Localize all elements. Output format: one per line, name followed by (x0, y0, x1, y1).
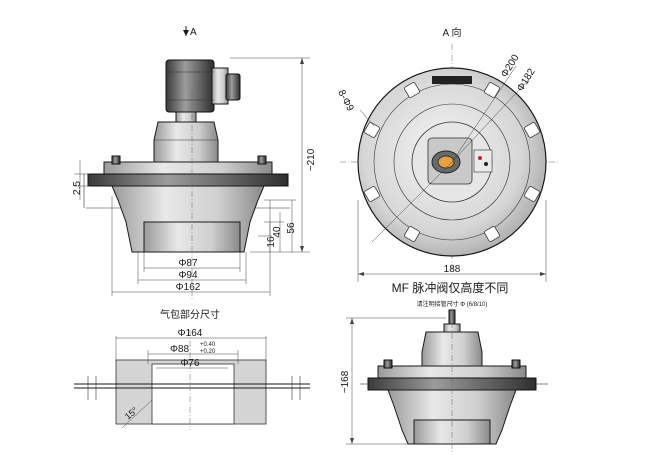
dim-dia94-label: Φ94 (178, 270, 198, 281)
dim-bolt-label: 8-Φ9 (335, 88, 355, 113)
valve-bonnet (153, 121, 219, 163)
mf-view: MF 脉冲阀仅高度不同 请注明接管尺寸 Φ (6/8/10) ~168 (340, 280, 548, 452)
mf-bolt-left (383, 359, 393, 369)
mf-bolt-right (511, 359, 521, 369)
dim-flange-2-5-label: 2.5 (72, 181, 83, 195)
dim-56-label: 56 (286, 222, 297, 234)
solenoid-coil (165, 59, 241, 113)
dim-diameters-front: Φ87 Φ94 Φ162 (111, 196, 271, 296)
dim-mf-height: ~168 (340, 317, 446, 445)
dim-height-210: ~210 (230, 57, 317, 253)
mf-title: MF 脉冲阀仅高度不同 (392, 280, 509, 295)
dim-16-label: 16 (266, 236, 277, 248)
dim-dia162-label: Φ162 (176, 282, 201, 293)
nameplate (432, 76, 472, 84)
view-arrow-label: A (190, 27, 197, 38)
dim-dia182-label: Φ182 (515, 66, 538, 93)
gas-pack-title: 气包部分尺寸 (160, 308, 220, 321)
top-view: A 向 (335, 26, 560, 282)
dim-dia88-tol-upper: +0.40 (200, 342, 216, 348)
solenoid-top (427, 137, 493, 185)
bolt-holes (364, 82, 540, 242)
dim-flange-2-5: 2.5 (72, 160, 90, 200)
dim-height-210-label: ~210 (306, 148, 317, 171)
upper-cover (103, 161, 273, 175)
dim-dia88-label: Φ88 (170, 344, 190, 355)
dim-mf-height-label: ~168 (340, 370, 351, 393)
view-arrow: A (183, 26, 197, 38)
mid-flange (87, 173, 289, 187)
dim-dia200-label: Φ200 (499, 52, 522, 79)
gas-pack-view: 气包部分尺寸 Φ164 Φ88 +0.40 +0.20 Φ7 (74, 308, 310, 430)
bolt-head-right (257, 155, 267, 165)
dim-dia164-label: Φ164 (178, 328, 203, 339)
dim-width-188: 188 (357, 200, 547, 282)
front-view: A (72, 26, 317, 300)
valve-stem (175, 111, 197, 123)
dim-dia87-label: Φ87 (178, 258, 198, 269)
dim-width-188-label: 188 (444, 264, 461, 275)
inner-ring (393, 103, 511, 221)
bolt-head-left (111, 155, 121, 165)
dim-40-label: 40 (272, 226, 283, 238)
dim-dia76-label: Φ76 (180, 358, 200, 369)
gas-pack-pipe (74, 359, 310, 425)
top-view-title: A 向 (443, 26, 462, 39)
dim-dia88-tol-lower: +0.20 (200, 349, 216, 355)
